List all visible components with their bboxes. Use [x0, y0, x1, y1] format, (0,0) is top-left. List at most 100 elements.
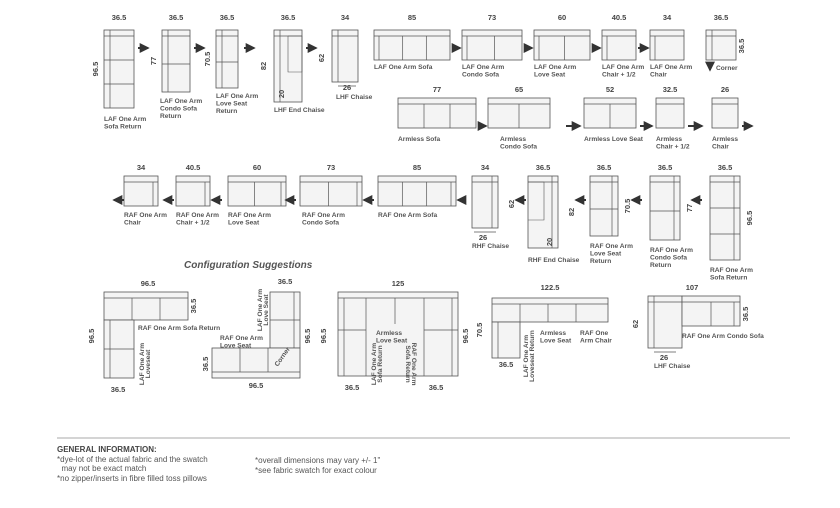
dim-side: 36.5 [737, 39, 746, 54]
label-laf-loveseat: Love Seat [534, 72, 566, 79]
dim-bottom: 26 [479, 233, 487, 242]
dim-top: 36.5 [658, 163, 673, 172]
dim-top: 36.5 [281, 13, 296, 22]
label-armless-condo: Condo Sofa [500, 144, 537, 151]
info-line-4: *overall dimensions may vary +/- 1" [255, 456, 381, 465]
piece-outline [331, 29, 359, 83]
info-line-5: *see fabric swatch for exact colour [255, 465, 377, 475]
label-raf-condo-return: Return [650, 262, 671, 269]
label-c3-b: Sofa Return [377, 345, 384, 382]
label-c3-c: Sofa Return [404, 345, 411, 382]
piece-outline [215, 29, 239, 89]
dim-bottom: 36.5 [499, 360, 514, 369]
label-laf-loveseat: LAF One Arm [534, 64, 576, 71]
dim-top: 36.5 [718, 163, 733, 172]
label-c3-b: LAF One Arm [371, 343, 378, 385]
general-info-right: *overall dimensions may vary +/- 1" *see… [255, 456, 380, 475]
piece-outline [647, 295, 683, 349]
label-lhf-chaise: LHF Chaise [336, 94, 373, 101]
dim-side: 77 [149, 57, 158, 65]
label-c3-a: Love Seat [376, 338, 408, 345]
general-info-heading: GENERAL INFORMATION: [57, 445, 157, 454]
label-c2-a: Love Seat [263, 294, 270, 326]
dim-side: 96.5 [91, 62, 100, 77]
label-raf-condo-return: RAF One Arm [650, 247, 693, 254]
dim-side: 70.5 [203, 52, 212, 67]
label-c2-b: RAF One Arm [220, 335, 263, 342]
label-laf-condo: Condo Sofa [462, 72, 499, 79]
dim-top: 36.5 [714, 13, 729, 22]
dim-side: 36.5 [189, 299, 198, 314]
label-armless-chair-half: Armless [656, 136, 682, 143]
label-c1-b: LAF One Arm [139, 343, 146, 385]
dim-side: 70.5 [623, 199, 632, 214]
config-title: Configuration Suggestions [184, 260, 313, 271]
piece-outline [649, 29, 685, 61]
piece-outline [377, 175, 457, 207]
dim-top: 60 [253, 163, 261, 172]
dim-top: 34 [137, 163, 146, 172]
label-raf-condo: Condo Sofa [302, 220, 339, 227]
dim-side: 36.5 [201, 357, 210, 372]
dim-side: 96.5 [319, 329, 328, 344]
piece-outline [211, 347, 301, 379]
piece-outline [397, 97, 477, 129]
label-raf-loveseat: RAF One Arm [228, 212, 271, 219]
dim-side: 70.5 [475, 323, 484, 338]
dim-side: 82 [567, 208, 576, 216]
label-laf-loveseat-return: Love Seat [216, 101, 248, 108]
label-laf-loveseat-return: Return [216, 108, 237, 115]
label-raf-condo-return: Condo Sofa [650, 255, 687, 262]
dim-bottom: 96.5 [249, 381, 264, 390]
label-armless-loveseat: Armless Love Seat [584, 136, 644, 143]
general-info: GENERAL INFORMATION: *dye-lot of the act… [57, 445, 208, 483]
piece-outline [123, 175, 159, 207]
dim-top: 36.5 [112, 13, 127, 22]
dim-top: 34 [663, 13, 672, 22]
label-laf-condo: LAF One Arm [462, 64, 504, 71]
piece-outline [103, 29, 135, 109]
dim-side: 96.5 [303, 329, 312, 344]
label-laf-sofa-return: LAF One Arm [104, 116, 146, 123]
label-raf-loveseat-return: Love Seat [590, 251, 622, 258]
dim-side: 62 [317, 54, 326, 62]
piece-outline [175, 175, 211, 207]
piece-outline [705, 29, 737, 61]
label-c5-a: RAF One Arm Condo Sofa [682, 333, 764, 340]
piece-outline [491, 297, 609, 323]
piece-outline [589, 175, 619, 237]
dim-side: 96.5 [461, 329, 470, 344]
dim-inner: 20 [277, 90, 286, 98]
label-raf-condo: RAF One Arm [302, 212, 345, 219]
dim-bottom: 36.5 [111, 385, 126, 394]
label-raf-chair-half: Chair + 1/2 [176, 220, 210, 227]
label-raf-chair-half: RAF One Arm [176, 212, 219, 219]
piece-outline [649, 175, 681, 241]
label-laf-condo-return: Return [160, 113, 181, 120]
piece-outline [711, 97, 739, 129]
label-laf-sofa: LAF One Arm Sofa [374, 64, 433, 71]
chaise-inner [528, 181, 545, 221]
label-laf-condo-return: LAF One Arm [160, 98, 202, 105]
label-armless-chair: Armless [712, 136, 738, 143]
label-laf-sofa-return: Sofa Return [104, 124, 141, 131]
dim-side: 62 [631, 320, 640, 328]
label-c2-a: LAF One Arm [257, 289, 264, 331]
chaise-inner [287, 35, 303, 73]
label-c4-b: Love Seat [540, 338, 572, 345]
info-line-1: *dye-lot of the actual fabric and the sw… [57, 454, 208, 464]
label-raf-sofa: RAF One Arm Sofa [378, 212, 437, 219]
dim-top: 65 [515, 85, 523, 94]
dim-top: 40.5 [612, 13, 627, 22]
label-c3-c: RAF One Arm [410, 343, 417, 386]
piece-outline [373, 29, 451, 61]
dim-side: 77 [685, 204, 694, 212]
dim-top: 36.5 [536, 163, 551, 172]
dim-top: 107 [686, 283, 699, 292]
label-raf-chair: Chair [124, 220, 141, 227]
dim-top: 32.5 [663, 85, 678, 94]
label-armless-sofa: Armless Sofa [398, 136, 440, 143]
label-corner: Corner [716, 65, 738, 72]
dim-side: 96.5 [87, 329, 96, 344]
